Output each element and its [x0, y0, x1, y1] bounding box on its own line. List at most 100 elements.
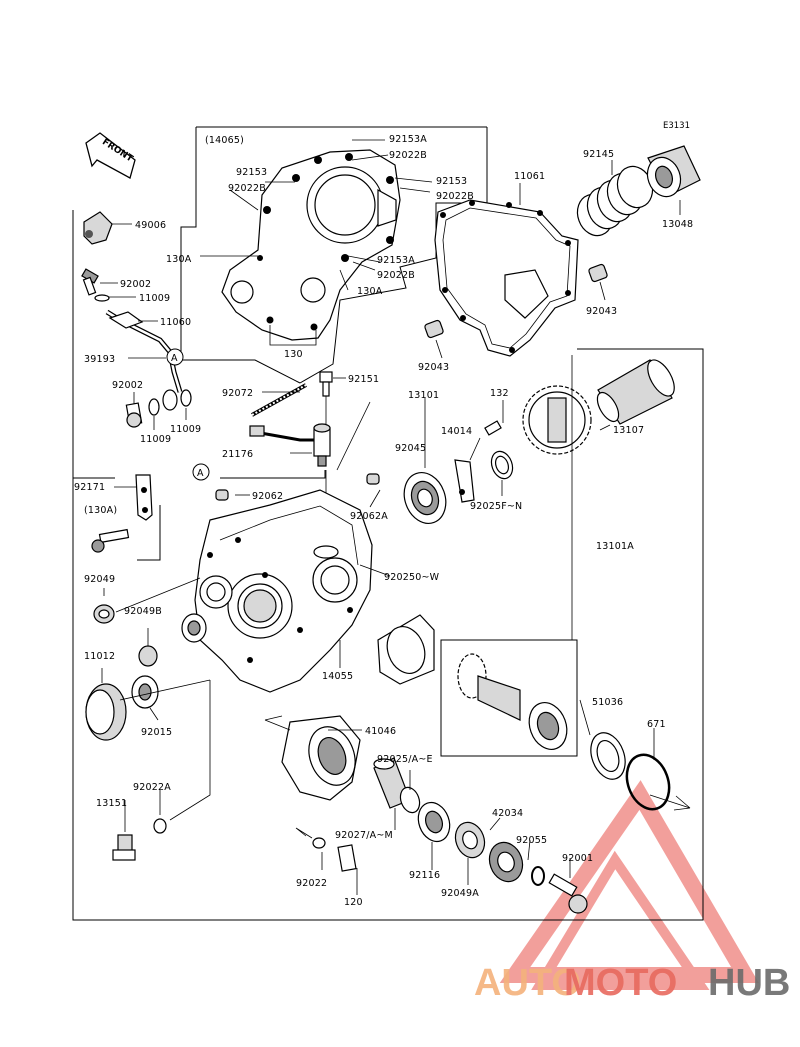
- label-13048: 13048: [662, 219, 693, 230]
- bolt-92002-b: [125, 402, 143, 428]
- label-11009-b: 11009: [140, 434, 171, 445]
- watermark-logo: [499, 780, 759, 990]
- label-92045: 92045: [395, 443, 426, 454]
- oil-seal-51036: [590, 732, 626, 780]
- label-92055: 92055: [516, 835, 547, 846]
- label-92022a: 92022A: [133, 782, 171, 793]
- front-arrow-icon: FRONT: [85, 132, 136, 179]
- bolt-130a: [91, 528, 130, 553]
- label-130a-paren: (130A): [84, 505, 117, 516]
- washer-11009-c: [180, 389, 192, 407]
- spring-92145: [576, 165, 654, 237]
- label-92025o-w: 920250~W: [384, 572, 440, 583]
- svg-text:A: A: [171, 353, 178, 364]
- bracket-14014: [454, 459, 475, 503]
- gear-42034: [488, 841, 524, 883]
- label-92022b-left: 92022B: [228, 183, 266, 194]
- washer-92022: [312, 837, 326, 849]
- bearing-small: [181, 613, 207, 643]
- o-ring-671: [625, 753, 671, 811]
- bolt-13151: [112, 834, 136, 861]
- label-92145: 92145: [583, 149, 614, 160]
- label-11009-a: 11009: [139, 293, 170, 304]
- cable-tie-92072: [251, 383, 307, 417]
- label-132: 132: [490, 388, 509, 399]
- bolt-92151: [319, 371, 333, 397]
- label-92001: 92001: [562, 853, 593, 864]
- label-92022b-mid: 92022B: [377, 270, 415, 281]
- label-92072: 92072: [222, 388, 253, 399]
- shim-92025a: [399, 786, 421, 814]
- label-51036: 51036: [592, 697, 623, 708]
- label-92022: 92022: [296, 878, 327, 889]
- stay-92171: [135, 474, 153, 521]
- label-92022b-top: 92022B: [389, 150, 427, 161]
- dowel-pin-92043-a: [588, 263, 608, 283]
- label-92153-left: 92153: [236, 167, 267, 178]
- label-14014: 14014: [441, 426, 472, 437]
- callout-marker-a-mid: A: [192, 463, 210, 481]
- bolt-120: [337, 844, 357, 872]
- watermark-text: AUTO MOTO HUB: [474, 962, 790, 1004]
- label-92153-right: 92153: [436, 176, 467, 187]
- gear-case-14055: [194, 489, 373, 693]
- label-13101a: 13101A: [596, 541, 634, 552]
- leader-lines: [100, 139, 681, 895]
- oil-seal-92049b: [138, 645, 158, 667]
- bolt-92001: [548, 873, 588, 914]
- label-39193: 39193: [84, 354, 115, 365]
- washer-92022a: [153, 818, 167, 834]
- label-92153a-top: 92153A: [389, 134, 427, 145]
- label-13107: 13107: [613, 425, 644, 436]
- gasket-11061: [434, 199, 579, 357]
- label-92049b: 92049B: [124, 606, 162, 617]
- dowel-pin-92062: [215, 489, 229, 501]
- speed-sensor-21176: [249, 423, 331, 467]
- label-92025f-n: 92025F~N: [470, 501, 522, 512]
- label-92116: 92116: [409, 870, 440, 881]
- banjo-fitting: [162, 389, 178, 411]
- label-49006: 49006: [135, 220, 166, 231]
- shim-92025f: [490, 450, 514, 480]
- label-92025a-e: 92025/A~E: [377, 754, 433, 765]
- label-92153a-mid: 92153A: [377, 255, 415, 266]
- label-671: 671: [647, 719, 666, 730]
- bevel-gear-13101: [522, 385, 592, 455]
- bolt-132: [484, 420, 502, 436]
- housing-41046: [281, 715, 361, 801]
- dowel-pin-92062a: [366, 473, 380, 485]
- switch-49006: [83, 211, 113, 245]
- dowel-pin-92043-b: [424, 319, 444, 339]
- label-92002-b: 92002: [112, 380, 143, 391]
- label-92015: 92015: [141, 727, 172, 738]
- label-92049a: 92049A: [441, 888, 479, 899]
- label-13101: 13101: [408, 390, 439, 401]
- callout-marker-a-top: A: [166, 348, 184, 366]
- oil-seal-92049: [93, 604, 115, 624]
- label-130: 130: [284, 349, 303, 360]
- watermark-auto: AUTO: [474, 962, 581, 1004]
- bearing-92015: [131, 675, 159, 709]
- label-92027a-m: 92027/A~M: [335, 830, 393, 841]
- diagram-ref-code: E3131: [663, 121, 690, 131]
- gasket-ring: [377, 614, 435, 685]
- label-14055: 14055: [322, 671, 353, 682]
- label-13151: 13151: [96, 798, 127, 809]
- label-120: 120: [344, 897, 363, 908]
- washer-11009-b: [148, 398, 160, 416]
- shaft-13107: [596, 359, 675, 425]
- bearing-92116: [417, 801, 451, 843]
- label-130a-left: 130A: [166, 254, 192, 265]
- label-92002-a: 92002: [120, 279, 151, 290]
- watermark-hub: HUB: [708, 962, 790, 1004]
- label-92062: 92062: [252, 491, 283, 502]
- label-14065: (14065): [205, 135, 244, 146]
- label-11061: 11061: [514, 171, 545, 182]
- label-92043-a: 92043: [586, 306, 617, 317]
- label-92043-b: 92043: [418, 362, 449, 373]
- label-92062a: 92062A: [350, 511, 388, 522]
- label-92022b-right: 92022B: [436, 191, 474, 202]
- label-130a-mid: 130A: [357, 286, 383, 297]
- o-ring-92055: [531, 866, 545, 886]
